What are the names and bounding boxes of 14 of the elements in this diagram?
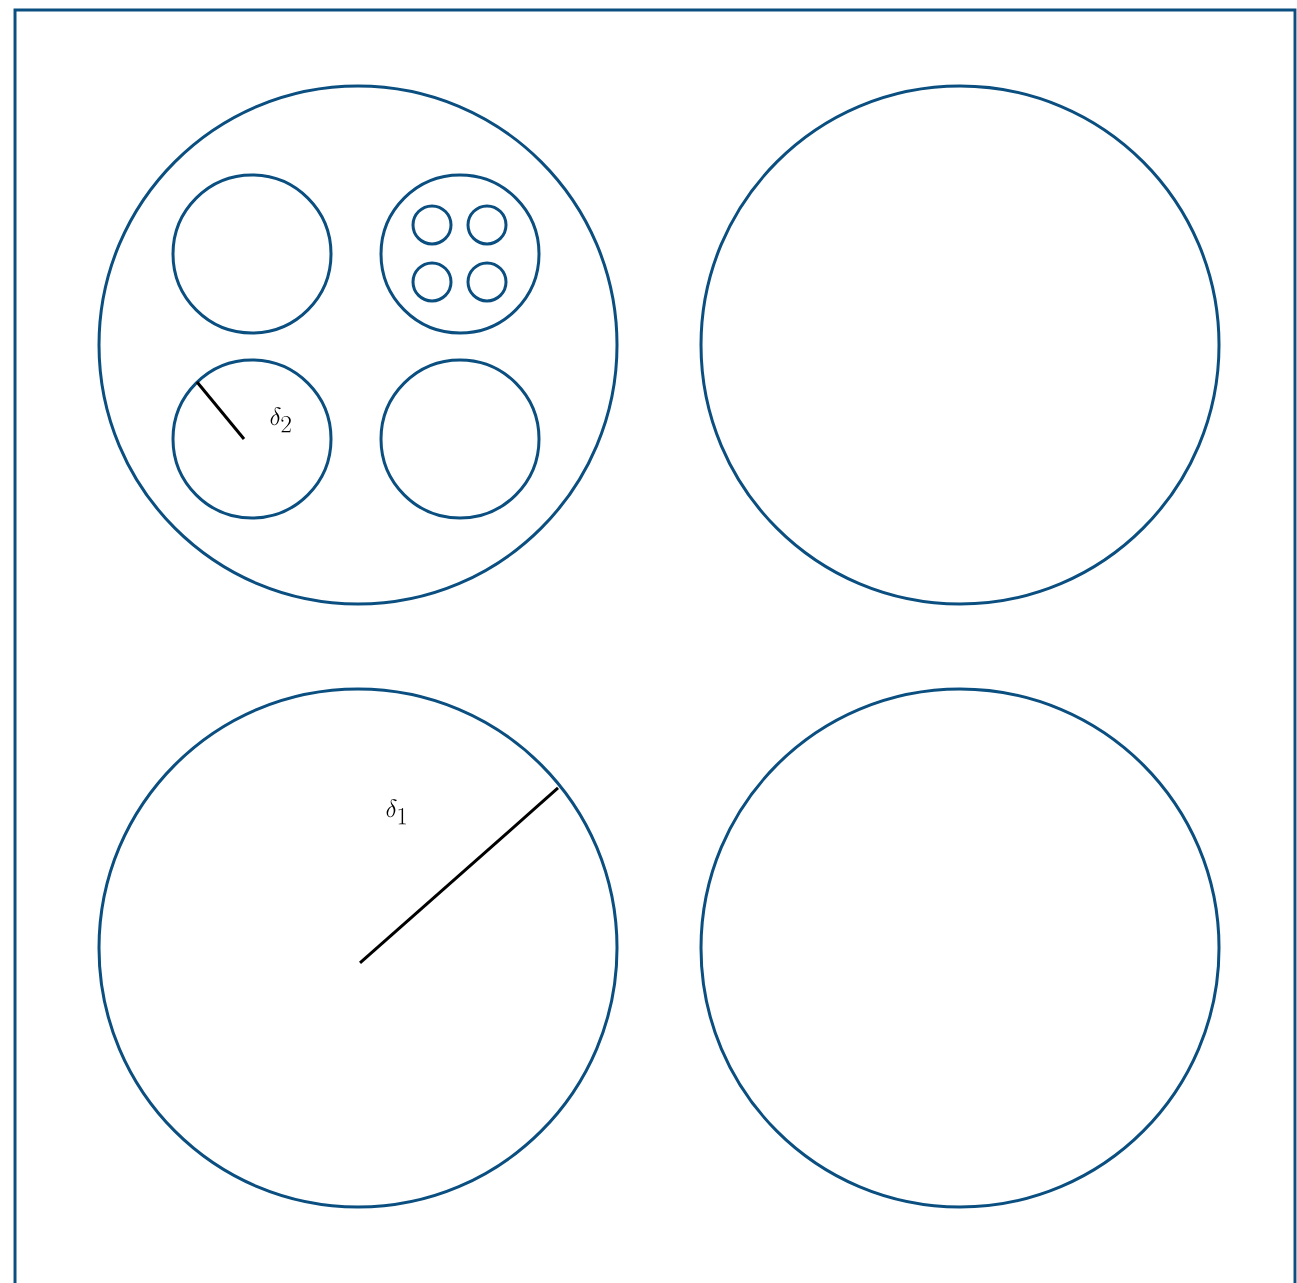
circle (411, 261, 453, 303)
circle (699, 84, 1221, 606)
circle (466, 204, 508, 246)
dimension-label: $\delta_1$ (386, 799, 406, 825)
circle (379, 173, 541, 335)
circle (97, 687, 619, 1209)
circle (411, 204, 453, 246)
circle (171, 358, 333, 520)
circle (699, 687, 1221, 1209)
circle (466, 261, 508, 303)
circle (171, 173, 333, 335)
circle (379, 358, 541, 520)
dimension-label: $\delta_2$ (270, 407, 291, 433)
circle (97, 84, 619, 606)
